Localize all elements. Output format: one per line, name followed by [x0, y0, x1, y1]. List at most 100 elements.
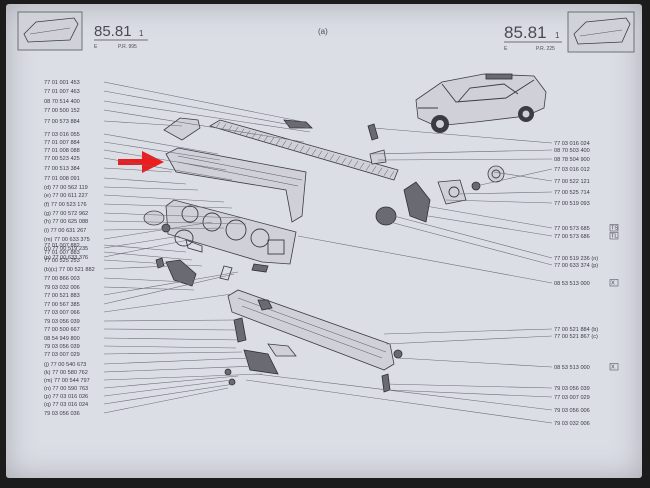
leader-line	[103, 244, 187, 253]
leader-line	[371, 149, 553, 155]
part-number-right: 79 03 056 006	[554, 408, 590, 414]
leader-line	[103, 375, 239, 389]
page-center-label: (a)	[318, 27, 328, 36]
part-badge-text: X	[611, 365, 615, 371]
part-badge-text: TS	[611, 226, 618, 232]
console-bracket	[233, 317, 247, 343]
leader-line	[393, 215, 553, 259]
part-number-left: 79 03 032 006	[44, 285, 80, 291]
leader-line	[387, 389, 553, 398]
part-number-left: (p) 77 00 633 376	[44, 255, 88, 261]
leader-line	[103, 251, 193, 261]
page-code-right: 85.81	[504, 23, 547, 42]
part-number-left: 77 00 573 884	[44, 119, 80, 125]
part-number-right: 08 53 513 000	[554, 365, 590, 371]
page-code-left: 85.81	[94, 23, 132, 40]
part-badge: TL	[609, 232, 619, 240]
leader-line	[475, 168, 553, 187]
thumbnail-left-part-icon	[23, 17, 79, 43]
page-right-e: E	[504, 46, 508, 52]
leader-line	[103, 365, 257, 373]
leader-line	[445, 199, 553, 204]
leader-line	[103, 149, 227, 171]
part-number-left: 77 00 513 384	[44, 166, 80, 172]
switch-bezel	[185, 239, 203, 253]
part-number-left: (q) 77 03 016 024	[44, 402, 88, 408]
part-number-left: 77 03 016 055	[44, 132, 80, 138]
thumbnail-right-part-icon	[573, 17, 631, 45]
gauge-ring	[174, 229, 194, 247]
exploded-parts-diagram: 85.81 1 E P.R. 995 (a) 85.81 1 E P.R. 22…	[17, 11, 635, 427]
part-number-left: 77 03 007 066	[44, 310, 80, 316]
part-number-left: (d) 77 00 562 119	[44, 185, 88, 191]
part-number-left: 77 00 567 385	[44, 302, 80, 308]
part-number-right: 77 00 573 686	[554, 234, 590, 240]
part-number-left: 77 00 500 667	[44, 327, 80, 333]
leader-line	[103, 120, 183, 127]
instrument-cluster	[165, 199, 297, 265]
leader-line	[103, 373, 263, 381]
nut-right-a	[393, 349, 403, 359]
leader-line	[103, 265, 171, 270]
dash-upper-panel	[165, 147, 307, 223]
part-number-left: 77 01 008 088	[44, 148, 80, 154]
leader-line	[103, 259, 203, 267]
part-number-left: 77 03 007 029	[44, 352, 80, 358]
screw-mid	[219, 265, 233, 281]
right-housing	[403, 181, 431, 223]
part-number-left: 77 00 521 883	[44, 293, 80, 299]
part-number-left: (i) 77 00 631 267	[44, 228, 86, 234]
leader-line	[493, 171, 553, 182]
part-number-left: (m) 77 00 633 375	[44, 237, 90, 243]
part-number-left: 77 00 866 003	[44, 276, 80, 282]
part-number-right: 08 53 513 000	[554, 281, 590, 287]
part-number-right: 79 03 056 039	[554, 386, 590, 392]
part-number-left: (n) 77 00 590 763	[44, 386, 88, 392]
part-number-right: 08 70 503 400	[554, 148, 590, 154]
bolt-left	[251, 263, 269, 273]
page-left-sub: P.R. 995	[118, 44, 137, 50]
part-number-left: (b)(c) 77 00 521 882	[44, 267, 95, 273]
part-number-left: (j) 77 00 540 673	[44, 362, 86, 368]
leader-line	[245, 379, 553, 424]
top-screw	[367, 123, 379, 141]
page-code-left-suffix: 1	[139, 29, 144, 38]
right-cylinder	[375, 206, 397, 226]
leader-line	[297, 235, 553, 284]
part-number-left: 79 03 056 039	[44, 344, 80, 350]
leader-line	[385, 335, 553, 345]
washer-a	[224, 368, 232, 376]
part-number-right: 08 78 504 900	[554, 157, 590, 163]
leader-line	[103, 177, 187, 185]
leader-line	[103, 357, 251, 365]
leader-line	[415, 213, 553, 237]
leader-line	[103, 186, 199, 191]
leader-line	[103, 271, 239, 296]
leader-line	[103, 328, 239, 331]
leader-line	[103, 100, 311, 133]
part-number-left: 77 01 008 091	[44, 176, 80, 182]
part-number-right: 77 03 016 024	[554, 141, 590, 147]
leader-line	[103, 227, 225, 231]
leader-line	[377, 158, 553, 161]
part-number-right: 77 00 633 374 (p)	[554, 263, 598, 269]
part-number-left: (k) 77 00 580 762	[44, 370, 88, 376]
leader-line	[413, 203, 553, 229]
right-bracket	[437, 179, 467, 205]
leader-line	[103, 212, 241, 219]
leader-line	[103, 345, 237, 349]
leader-line	[383, 328, 553, 335]
part-number-left: (h) 77 00 625 088	[44, 219, 88, 225]
part-number-left: (n) 77 00 519 235	[44, 246, 88, 252]
part-number-left: (f) 77 00 523 176	[44, 202, 87, 208]
leader-line	[103, 203, 233, 209]
part-number-right: 79 03 032 006	[554, 421, 590, 427]
washer-b	[228, 378, 236, 386]
leader-line	[457, 191, 553, 195]
leader-line	[103, 221, 213, 240]
dash-top-trim	[209, 119, 399, 181]
part-number-right: 77 00 525 714	[554, 190, 590, 196]
left-pad	[163, 117, 201, 141]
part-number-right: 77 03 007 029	[554, 395, 590, 401]
